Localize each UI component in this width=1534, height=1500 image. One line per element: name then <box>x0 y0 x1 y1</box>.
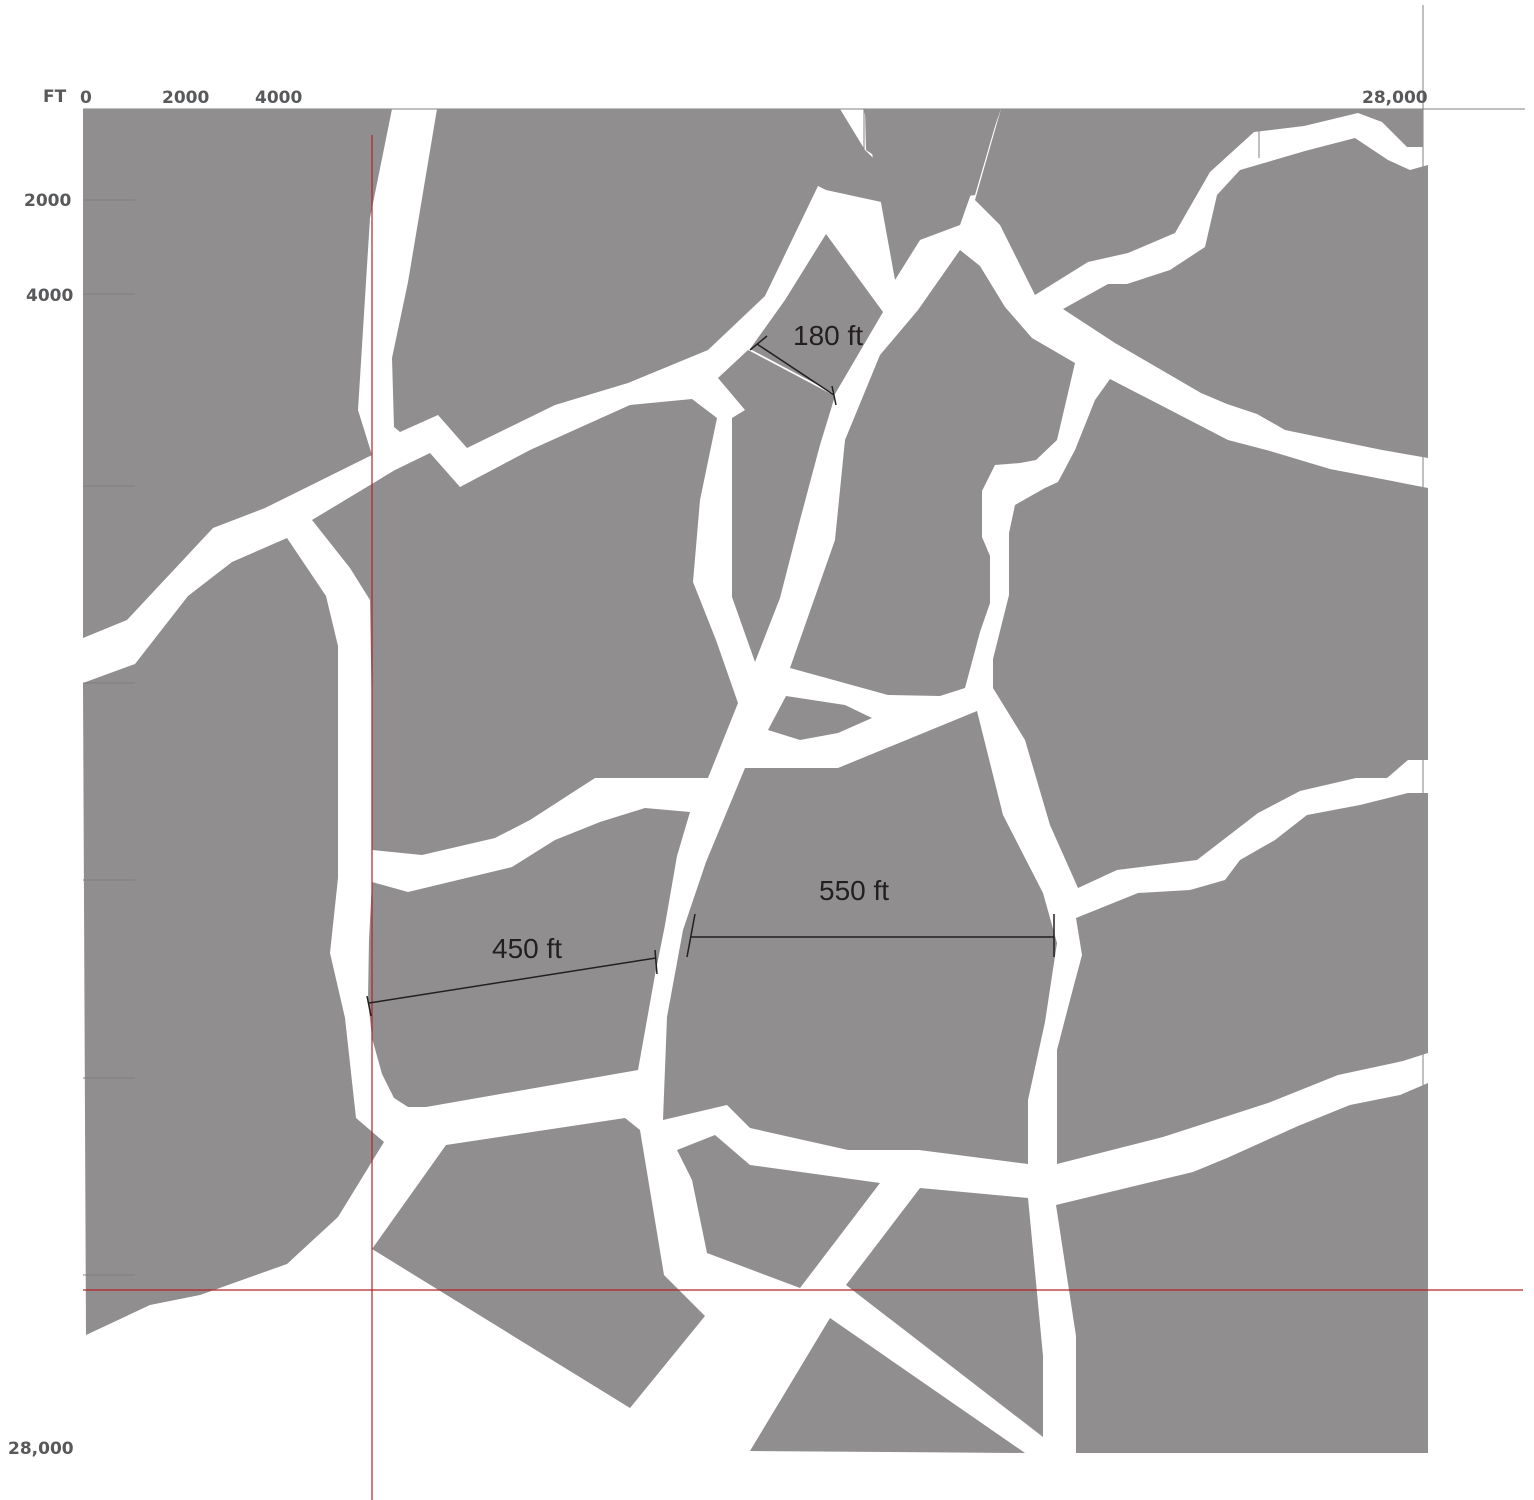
units-label: FT <box>43 87 67 107</box>
left-axis-ticks <box>83 199 135 1276</box>
block <box>993 379 1428 888</box>
x-axis-label-0: 0 <box>80 88 92 108</box>
x-axis-label-4000: 4000 <box>255 88 302 108</box>
guide-lines <box>83 135 1523 1500</box>
city-blocks <box>83 109 1428 1453</box>
block <box>372 1118 705 1408</box>
x-axis-label-28000: 28,000 <box>1362 88 1428 108</box>
y-axis-label-28000: 28,000 <box>8 1439 74 1459</box>
block <box>312 399 738 855</box>
dimension-label-450ft: 450 ft <box>492 933 562 964</box>
block <box>846 1188 1043 1437</box>
y-axis-label-4000: 4000 <box>26 286 73 306</box>
block <box>718 350 835 662</box>
dimension-label-180ft: 180 ft <box>793 320 863 351</box>
dimension-180ft: 180 ft <box>749 320 863 406</box>
block <box>392 109 913 448</box>
block <box>750 1318 1025 1453</box>
block <box>750 234 883 394</box>
block <box>1063 138 1428 458</box>
block <box>1056 1083 1428 1453</box>
dimension-label-550ft: 550 ft <box>819 875 889 906</box>
x-axis-label-2000: 2000 <box>162 88 209 108</box>
block <box>790 250 1075 696</box>
block <box>83 538 384 1335</box>
block <box>677 1135 880 1288</box>
block <box>768 696 872 740</box>
dimension-550ft: 550 ft <box>686 875 1055 958</box>
block <box>368 808 690 1107</box>
block <box>865 109 1000 200</box>
block <box>975 109 1423 295</box>
y-axis-label-2000: 2000 <box>24 191 71 211</box>
block <box>83 109 392 638</box>
dimension-450ft: 450 ft <box>366 933 658 1017</box>
block <box>1057 793 1428 1164</box>
